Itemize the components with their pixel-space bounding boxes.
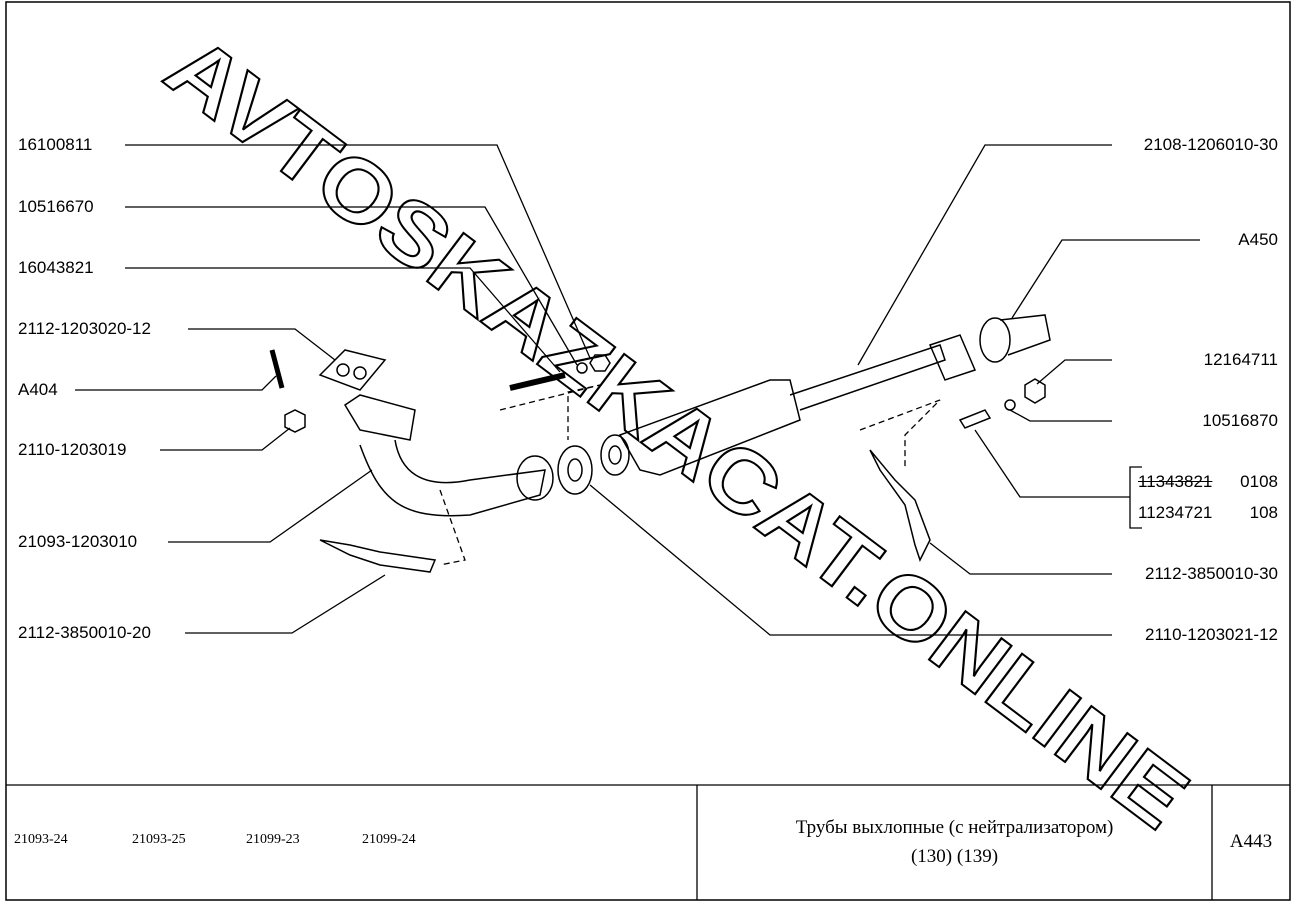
model-code: 21093-25 xyxy=(132,832,186,847)
leader xyxy=(857,144,1112,366)
leader xyxy=(1011,239,1200,319)
model-code: 21099-23 xyxy=(246,832,300,847)
leader xyxy=(188,328,336,361)
watermark: AVTOSKAZKACAT.ONLINE xyxy=(149,16,1207,847)
part-label: 10516670 xyxy=(18,197,94,216)
leader xyxy=(160,427,291,451)
page-code: A443 xyxy=(1229,831,1273,852)
leader xyxy=(125,267,561,373)
part-label: 2112-3850010-30 xyxy=(1145,564,1278,583)
part-label: 10516870 xyxy=(1202,411,1278,430)
part-label: 12164711 xyxy=(1203,350,1278,369)
part-label: A450 xyxy=(1238,230,1278,249)
leader xyxy=(125,144,591,359)
leader xyxy=(125,206,578,366)
model-code: 21099-24 xyxy=(362,832,416,847)
bracket-part-text: 11343821 xyxy=(1138,472,1213,491)
leader xyxy=(589,484,1112,636)
part-label: 2110-1203021-12 xyxy=(1145,625,1278,644)
model-code: 21093-24 xyxy=(14,832,68,847)
leader xyxy=(974,429,1130,498)
leader xyxy=(1036,359,1112,385)
page-title: Трубы выхлопные (с нейтрализатором) xyxy=(795,817,1114,838)
part-label: 2110-1203019 xyxy=(18,440,127,459)
leader xyxy=(929,542,1112,575)
part-label: A404 xyxy=(18,380,58,399)
part-label: 2112-3850010-20 xyxy=(18,623,151,642)
part-label: 2112-1203020-12 xyxy=(18,319,151,338)
bracket xyxy=(1129,466,1142,529)
part-label: 16100811 xyxy=(18,135,93,154)
leader xyxy=(75,375,277,391)
part-label: 16043821 xyxy=(18,258,94,277)
bracket-qty: 0108 xyxy=(1240,472,1278,491)
leader xyxy=(185,574,386,634)
bracket-qty: 108 xyxy=(1249,503,1278,522)
leader xyxy=(168,469,373,543)
part-label: 21093-1203010 xyxy=(18,532,138,551)
part-label: 2108-1206010-30 xyxy=(1143,135,1278,154)
bracket-part: 11343821 xyxy=(1138,472,1212,492)
leader xyxy=(1009,409,1112,422)
page-subtitle: (130) (139) xyxy=(910,846,999,867)
bracket-part: 11234721 xyxy=(1138,503,1213,522)
frame xyxy=(5,1,1291,901)
